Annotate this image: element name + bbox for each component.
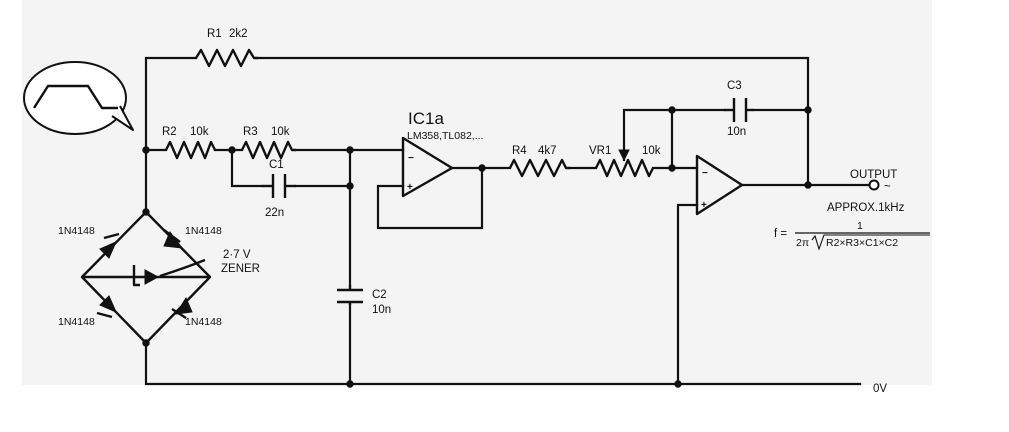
trapezoid-waveform-icon bbox=[32, 84, 118, 110]
svg-text:IC1a: IC1a bbox=[408, 109, 444, 128]
svg-text:APPROX.1kHz: APPROX.1kHz bbox=[827, 202, 905, 214]
opamp1-minus-pin: − bbox=[408, 153, 414, 164]
svg-text:2π: 2π bbox=[796, 237, 809, 249]
svg-text:C1: C1 bbox=[269, 159, 284, 171]
svg-text:R2×R3×C1×C2: R2×R3×C1×C2 bbox=[826, 237, 898, 249]
r3-label: R3 10k bbox=[243, 126, 290, 138]
c3-label: C3 10n bbox=[727, 80, 746, 138]
resistor-r4 bbox=[508, 158, 570, 178]
resistor-r1 bbox=[194, 48, 258, 68]
zener-diode bbox=[82, 258, 210, 287]
svg-text:LM358,TL082,...: LM358,TL082,... bbox=[407, 130, 483, 142]
output-terminal bbox=[868, 179, 880, 191]
frequency-formula: f = 1 2π R2×R3×C1×C2 bbox=[774, 220, 930, 251]
r2-label: R2 10k bbox=[162, 126, 209, 138]
diode-d3 bbox=[96, 295, 117, 319]
svg-text:2k2: 2k2 bbox=[229, 28, 248, 40]
svg-text:2·7 V: 2·7 V bbox=[223, 249, 251, 261]
opamp-ic1a: − + bbox=[401, 136, 454, 198]
svg-text:22n: 22n bbox=[265, 207, 284, 219]
svg-text:1: 1 bbox=[857, 220, 863, 232]
ac-wave-icon: ~ bbox=[884, 181, 891, 193]
svg-text:1N4148: 1N4148 bbox=[185, 316, 222, 328]
r1-label: R1 2k2 bbox=[207, 28, 248, 40]
svg-text:10n: 10n bbox=[727, 126, 746, 138]
diode-d2 bbox=[163, 229, 184, 249]
resistor-r3 bbox=[240, 140, 296, 160]
opamp2-plus-pin: + bbox=[701, 200, 707, 211]
vr1-label: VR1 10k bbox=[589, 145, 661, 157]
diode-bridge bbox=[80, 210, 212, 345]
ground-label: 0V bbox=[873, 383, 887, 395]
c1-label: C1 22n bbox=[265, 159, 284, 219]
svg-text:VR1: VR1 bbox=[589, 145, 611, 157]
opamp1-plus-pin: + bbox=[407, 182, 413, 193]
svg-text:C2: C2 bbox=[372, 289, 387, 301]
potentiometer-vr1 bbox=[594, 158, 655, 178]
resistor-r2 bbox=[164, 140, 217, 160]
r4-label: R4 4k7 bbox=[512, 145, 557, 157]
waveform-speech-bubble bbox=[23, 61, 134, 135]
svg-text:10k: 10k bbox=[642, 145, 661, 157]
svg-text:4k7: 4k7 bbox=[538, 145, 557, 157]
capacitor-c3 bbox=[724, 98, 754, 122]
c2-label: C2 10n bbox=[372, 289, 391, 316]
paper-background bbox=[22, 0, 932, 385]
svg-text:10k: 10k bbox=[190, 126, 209, 138]
svg-text:R1: R1 bbox=[207, 28, 222, 40]
diode-d1 bbox=[99, 232, 120, 259]
opamp-2: − + bbox=[695, 154, 744, 216]
capacitor-c1 bbox=[262, 174, 296, 198]
ic1a-label: IC1a LM358,TL082,... bbox=[407, 109, 483, 142]
svg-text:1N4148: 1N4148 bbox=[58, 225, 95, 237]
svg-text:10k: 10k bbox=[271, 126, 290, 138]
diode-labels: 1N4148 1N4148 1N4148 1N4148 bbox=[58, 225, 222, 328]
opamp2-minus-pin: − bbox=[702, 168, 708, 179]
output-label: OUTPUT ~ APPROX.1kHz bbox=[827, 169, 905, 214]
svg-text:ZENER: ZENER bbox=[221, 263, 260, 275]
svg-text:C3: C3 bbox=[727, 80, 742, 92]
zener-label: 2·7 V ZENER bbox=[221, 249, 260, 275]
svg-text:10n: 10n bbox=[372, 304, 391, 316]
capacitor-c2 bbox=[337, 285, 363, 305]
svg-text:1N4148: 1N4148 bbox=[185, 225, 222, 237]
svg-text:f =: f = bbox=[774, 228, 787, 240]
svg-text:1N4148: 1N4148 bbox=[58, 316, 95, 328]
diode-d4 bbox=[171, 296, 193, 320]
wiper-arrow-icon bbox=[618, 149, 630, 162]
svg-text:R2: R2 bbox=[162, 126, 177, 138]
wires bbox=[144, 56, 872, 386]
svg-text:OUTPUT: OUTPUT bbox=[850, 169, 897, 181]
svg-text:R4: R4 bbox=[512, 145, 527, 157]
svg-text:R3: R3 bbox=[243, 126, 258, 138]
